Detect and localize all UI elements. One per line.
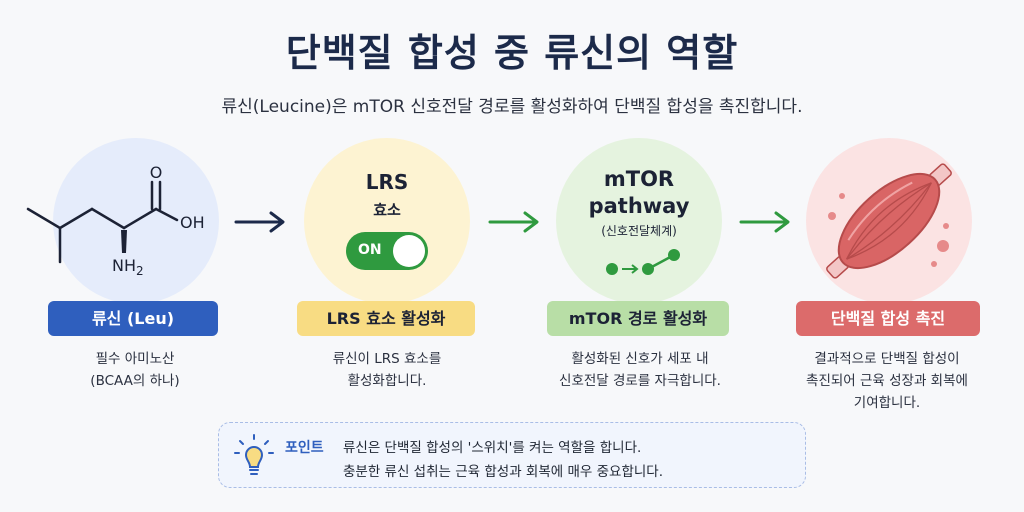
- lrs-circle: [304, 138, 470, 304]
- step-label-leucine: 류신 (Leu): [48, 301, 218, 336]
- toggle-label: ON: [358, 242, 382, 258]
- pathway-nodes-icon: [606, 249, 680, 275]
- mtor-subtitle: (신호전달체계): [601, 224, 677, 238]
- hydroxyl-label: OH: [180, 213, 205, 232]
- arrow-right-icon: [234, 211, 285, 233]
- lightbulb-icon: [234, 434, 274, 475]
- step-label-synthesis: 단백질 합성 촉진: [796, 301, 980, 336]
- desc-line: 기여합니다.: [853, 395, 921, 411]
- amine-label: NH2: [112, 256, 144, 278]
- lrs-subtitle: 효소: [373, 201, 401, 219]
- desc-line: 신호전달 경로를 자극합니다.: [559, 373, 721, 389]
- desc-line: (BCAA의 하나): [90, 373, 180, 389]
- desc-line: 촉진되어 근육 성장과 회복에: [806, 373, 968, 389]
- step-label-lrs: LRS 효소 활성화: [297, 301, 475, 336]
- page-subtitle: 류신(Leucine)은 mTOR 신호전달 경로를 활성화하여 단백질 합성을…: [221, 97, 803, 117]
- desc-line: 결과적으로 단백질 합성이: [814, 351, 960, 367]
- tip-line: 류신은 단백질 합성의 '스위치'를 켜는 역할을 합니다.: [343, 440, 642, 456]
- oxygen-label: O: [150, 163, 163, 182]
- step-desc-lrs: 류신이 LRS 효소를 활성화합니다.: [290, 348, 484, 392]
- mtor-title: mTOR pathway: [556, 166, 722, 220]
- desc-line: 활성화된 신호가 세포 내: [571, 351, 709, 367]
- page-title: 단백질 합성 중 류신의 역할: [285, 31, 739, 75]
- step-label-mtor: mTOR 경로 활성화: [547, 301, 729, 336]
- tip-line: 충분한 류신 섭취는 근육 합성과 회복에 매우 중요합니다.: [343, 464, 663, 480]
- desc-line: 류신이 LRS 효소를: [332, 351, 442, 367]
- step-desc-leucine: 필수 아미노산 (BCAA의 하나): [40, 348, 230, 392]
- tip-label: 포인트: [285, 440, 324, 456]
- toggle-knob: [393, 235, 425, 267]
- desc-line: 활성화합니다.: [347, 373, 427, 389]
- muscle-icon: [826, 163, 952, 279]
- step-desc-mtor: 활성화된 신호가 세포 내 신호전달 경로를 자극합니다.: [530, 348, 750, 392]
- mtor-title-line: mTOR: [603, 167, 675, 191]
- mtor-circle: [556, 138, 722, 304]
- mtor-title-line: pathway: [588, 194, 690, 218]
- tip-box: 포인트 류신은 단백질 합성의 '스위치'를 켜는 역할을 합니다. 충분한 류…: [218, 422, 806, 488]
- arrow-right-icon: [488, 211, 539, 233]
- desc-line: 필수 아미노산: [95, 351, 175, 367]
- arrow-right-icon: [739, 211, 790, 233]
- lrs-title: LRS: [365, 170, 409, 194]
- toggle-switch-icon: ON: [346, 232, 428, 270]
- step-desc-synthesis: 결과적으로 단백질 합성이 촉진되어 근육 성장과 회복에 기여합니다.: [780, 348, 994, 414]
